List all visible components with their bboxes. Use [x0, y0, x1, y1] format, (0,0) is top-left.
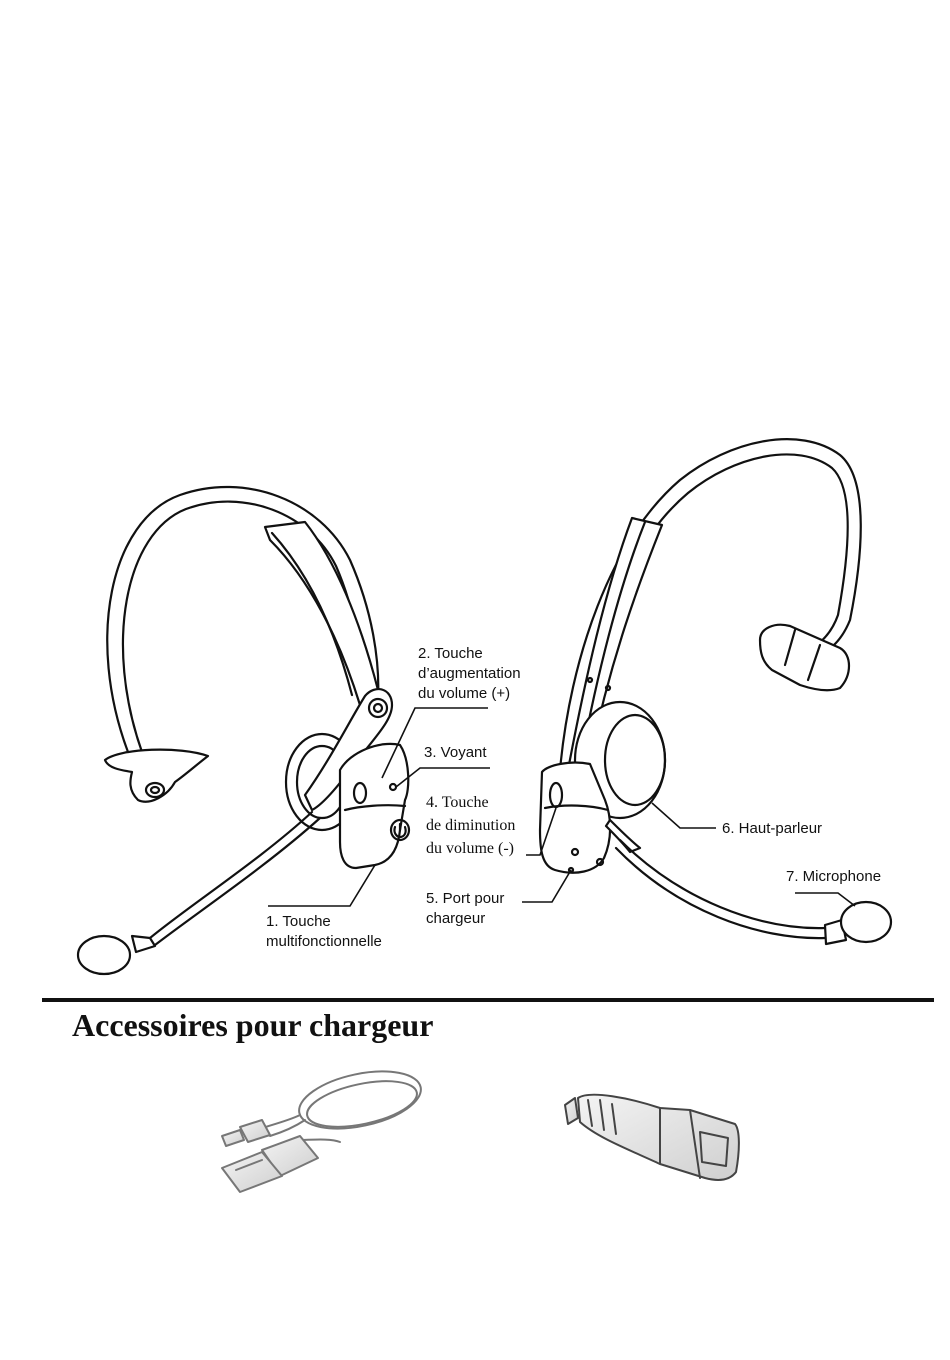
label-4-line1: 4. Touche — [426, 791, 515, 814]
label-speaker: 6. Haut-parleur — [722, 819, 822, 839]
label-5-line2: chargeur — [426, 909, 504, 929]
label-multifunction-button: 1. Touche multifonctionnelle — [266, 912, 382, 952]
headset-front-icon — [78, 487, 409, 974]
section-title: Accessoires pour chargeur — [72, 1004, 433, 1046]
label-volume-up: 2. Touche d’augmentation du volume (+) — [418, 644, 521, 704]
label-2-line1: 2. Touche — [418, 644, 521, 664]
label-6-line1: 6. Haut-parleur — [722, 819, 822, 839]
label-3-line1: 3. Voyant — [424, 743, 487, 763]
section-divider — [42, 998, 934, 1002]
label-charger-port: 5. Port pour chargeur — [426, 889, 504, 929]
label-1-line1: 1. Touche — [266, 912, 382, 932]
car-charger-icon — [565, 1095, 739, 1180]
label-5-line1: 5. Port pour — [426, 889, 504, 909]
label-led: 3. Voyant — [424, 743, 487, 763]
label-2-line3: du volume (+) — [418, 684, 521, 704]
label-1-line2: multifonctionnelle — [266, 932, 382, 952]
label-microphone: 7. Microphone — [786, 867, 881, 887]
label-4-line3: du volume (-) — [426, 837, 515, 860]
usb-cable-icon — [222, 1062, 426, 1192]
label-7-line1: 7. Microphone — [786, 867, 881, 887]
label-2-line2: d’augmentation — [418, 664, 521, 684]
label-volume-down: 4. Touche de diminution du volume (-) — [426, 791, 515, 860]
label-4-line2: de diminution — [426, 814, 515, 837]
